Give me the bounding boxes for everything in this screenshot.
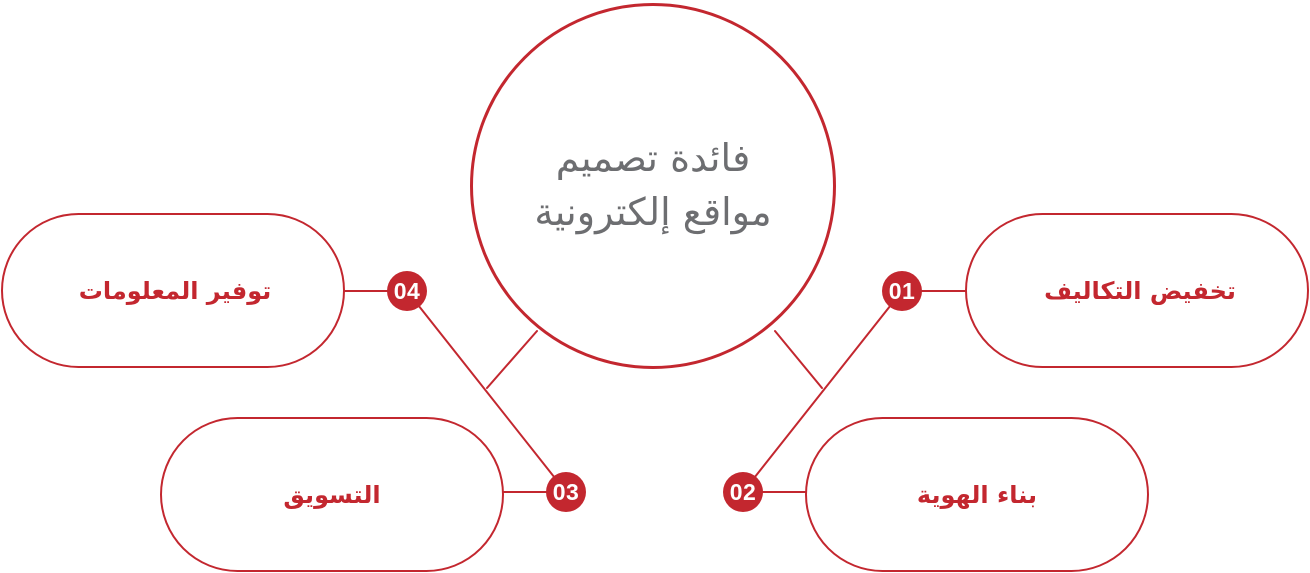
center-circle: فائدة تصميم مواقع إلكترونية: [470, 3, 836, 369]
benefit-label: بناء الهوية: [916, 480, 1038, 509]
number-badge: 04: [387, 271, 427, 311]
benefit-label: تخفيض التكاليف: [1044, 276, 1236, 305]
connector-center-right: [774, 330, 823, 389]
number-badge: 02: [723, 472, 763, 512]
center-title: فائدة تصميم مواقع إلكترونية: [534, 135, 772, 234]
benefit-pill-cost-reduction: تخفيض التكاليف: [965, 213, 1309, 368]
benefit-pill-marketing: التسويق: [160, 417, 504, 572]
benefit-pill-information: توفير المعلومات: [1, 213, 345, 368]
benefit-label: التسويق: [283, 480, 381, 509]
number-badge: 01: [882, 271, 922, 311]
number-badge: 03: [546, 472, 586, 512]
benefit-label: توفير المعلومات: [78, 276, 272, 305]
connector-center-left: [486, 330, 538, 389]
connector-04-03: [406, 290, 567, 493]
benefit-pill-identity: بناء الهوية: [805, 417, 1149, 572]
connector-01-02: [742, 290, 903, 493]
